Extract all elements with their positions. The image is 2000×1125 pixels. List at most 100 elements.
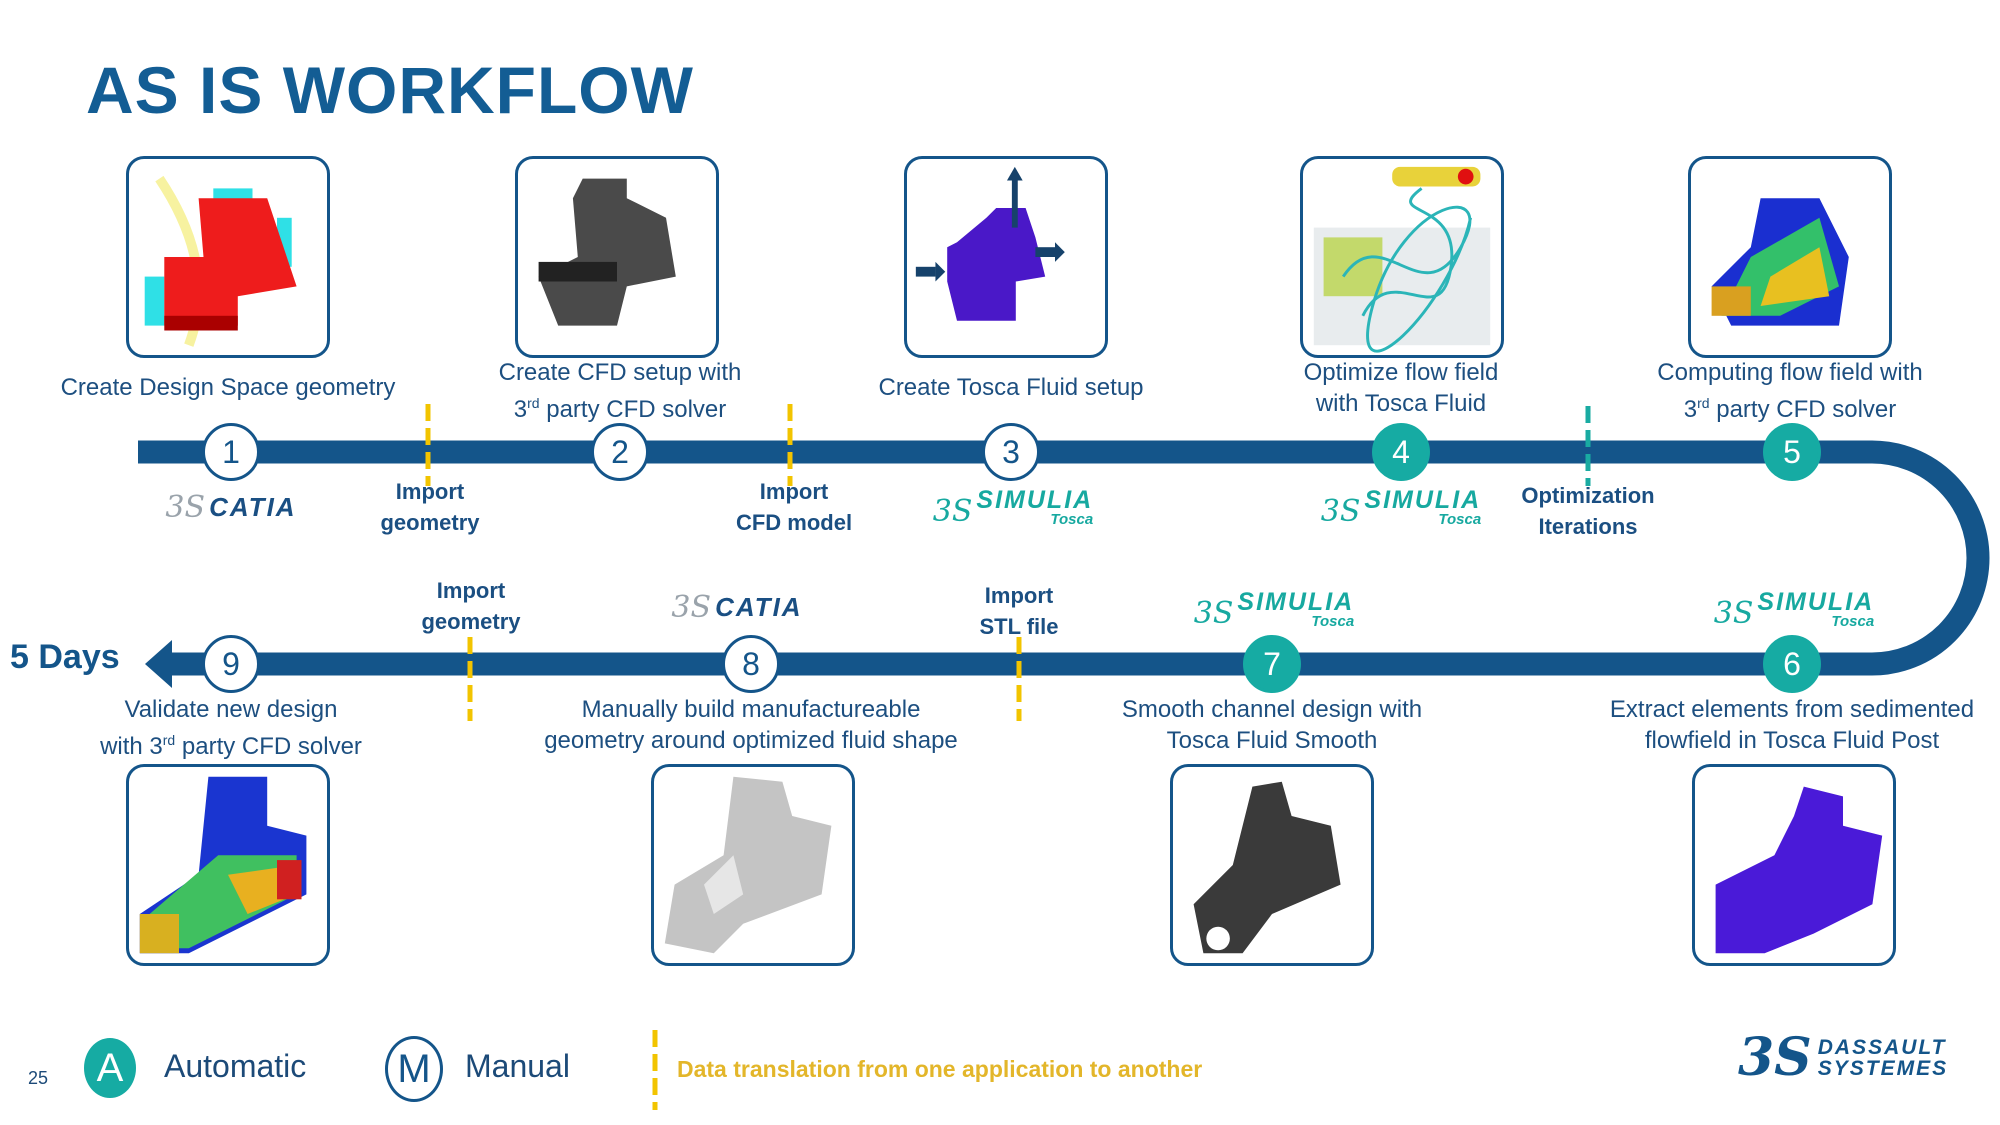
track-path [138, 440, 1990, 676]
label-line: geometry [380, 510, 480, 535]
step-1-image [126, 156, 330, 358]
data-translation-marker [467, 637, 473, 721]
catia-brand: CATIA [209, 492, 297, 522]
step-3-circle: 3 [982, 423, 1040, 481]
step-9-image [126, 764, 330, 966]
data-translation-marker [425, 404, 431, 486]
step-3-caption: Create Tosca Fluid setup [781, 372, 1241, 403]
caption-line: Manually build manufactureable [581, 696, 921, 723]
transition-label-import-geometry-2: Import geometry [421, 575, 520, 637]
logo-line-2: SYSTEMES [1817, 1057, 1949, 1080]
step-4-image [1300, 156, 1504, 358]
manual-legend-label: Manual [465, 1048, 570, 1084]
step-3-image [904, 156, 1108, 358]
tosca-brand: Tosca [1311, 613, 1355, 630]
data-translation-marker [1016, 637, 1022, 721]
step-1-circle: 1 [202, 423, 260, 481]
step-6-caption: Extract elements from sedimented flowfiel… [1562, 694, 2000, 756]
simulia-brand: SIMULIA [1237, 588, 1355, 616]
manual-legend-icon: M [385, 1036, 443, 1102]
automatic-legend-label: Automatic [164, 1048, 307, 1084]
iteration-marker [1585, 406, 1591, 486]
ds-mark-icon: 3S [1320, 494, 1361, 529]
logo-line-1: DASSAULT [1817, 1036, 1947, 1059]
step-5-circle: 5 [1763, 423, 1821, 481]
step-2-image [515, 156, 719, 358]
caption-line: Validate new design [124, 696, 338, 723]
step-1-caption: Create Design Space geometry [0, 372, 458, 403]
step-4-caption: Optimize flow field with Tosca Fluid [1171, 357, 1631, 419]
label-line: Import [759, 479, 829, 504]
page-title: AS IS WORKFLOW [86, 53, 694, 127]
ds-mark-icon: 3S [1713, 596, 1754, 631]
caption-line: with 3rd party CFD solver [100, 732, 362, 760]
caption-line: Computing flow field with [1657, 359, 1923, 386]
step-9-circle: 9 [202, 635, 260, 693]
label-line: Import [984, 583, 1054, 608]
data-translation-legend-label: Data translation from one application to… [677, 1056, 1203, 1082]
caption-line: 3rd party CFD solver [513, 395, 727, 423]
simulia-brand: SIMULIA [976, 486, 1094, 514]
label-line: Import [436, 578, 506, 603]
simulia-brand: SIMULIA [1757, 588, 1875, 616]
ds-mark-icon: 3S [1738, 1027, 1812, 1088]
step-8-image [651, 764, 855, 966]
caption-line: Create CFD setup with [498, 359, 742, 386]
caption-line: 3rd party CFD solver [1683, 395, 1897, 423]
step-5-caption: Computing flow field with 3rd party CFD s… [1560, 357, 2000, 425]
step-2-circle: 2 [591, 423, 649, 481]
transition-label-import-geometry: Import geometry [380, 476, 479, 538]
label-line: geometry [421, 609, 521, 634]
step-8-circle: 8 [722, 635, 780, 693]
track-arrowhead [145, 640, 172, 688]
step-7-image [1170, 764, 1374, 966]
ds-mark-icon: 3S [165, 490, 206, 525]
caption-line: Extract elements from sedimented [1609, 696, 1975, 723]
label-line: Import [395, 479, 465, 504]
label-line: Optimization [1521, 483, 1655, 508]
page-number: 25 [28, 1068, 49, 1088]
step-5-image [1688, 156, 1892, 358]
caption-line: Create Design Space geometry [60, 374, 396, 401]
caption-line: flowfield in Tosca Fluid Post [1644, 727, 1940, 754]
dassault-systemes-logo: 3S DASSAULT SYSTEMES [1738, 1030, 1948, 1086]
step-6-image [1692, 764, 1896, 966]
caption-line: Tosca Fluid Smooth [1166, 727, 1378, 754]
caption-line: with Tosca Fluid [1315, 390, 1487, 417]
step-6-circle: 6 [1763, 635, 1821, 693]
tosca-brand: Tosca [1050, 511, 1094, 528]
step-2-caption: Create CFD setup with 3rd party CFD solve… [390, 357, 850, 425]
automatic-legend-icon: A [84, 1038, 136, 1098]
step-9-caption: Validate new design with 3rd party CFD so… [1, 694, 461, 762]
data-translation-marker [787, 404, 793, 486]
catia-brand: CATIA [715, 592, 803, 622]
caption-line: Smooth channel design with [1121, 696, 1423, 723]
data-translation-legend-icon [652, 1030, 658, 1110]
tosca-brand: Tosca [1831, 613, 1875, 630]
tosca-brand: Tosca [1438, 511, 1482, 528]
duration-label: 5 Days [10, 638, 120, 676]
label-line: CFD model [735, 510, 853, 535]
step-4-circle: 4 [1372, 423, 1430, 481]
simulia-brand: SIMULIA [1364, 486, 1482, 514]
ds-mark-icon: 3S [671, 590, 712, 625]
caption-line: Optimize flow field [1303, 359, 1499, 386]
caption-line: geometry around optimized fluid shape [544, 727, 958, 754]
ds-mark-icon: 3S [1193, 596, 1234, 631]
label-line: Iterations [1538, 514, 1638, 539]
caption-line: Create Tosca Fluid setup [878, 374, 1144, 401]
label-line: STL file [979, 614, 1059, 639]
ds-mark-icon: 3S [932, 494, 973, 529]
step-8-caption: Manually build manufactureable geometry a… [521, 694, 981, 756]
